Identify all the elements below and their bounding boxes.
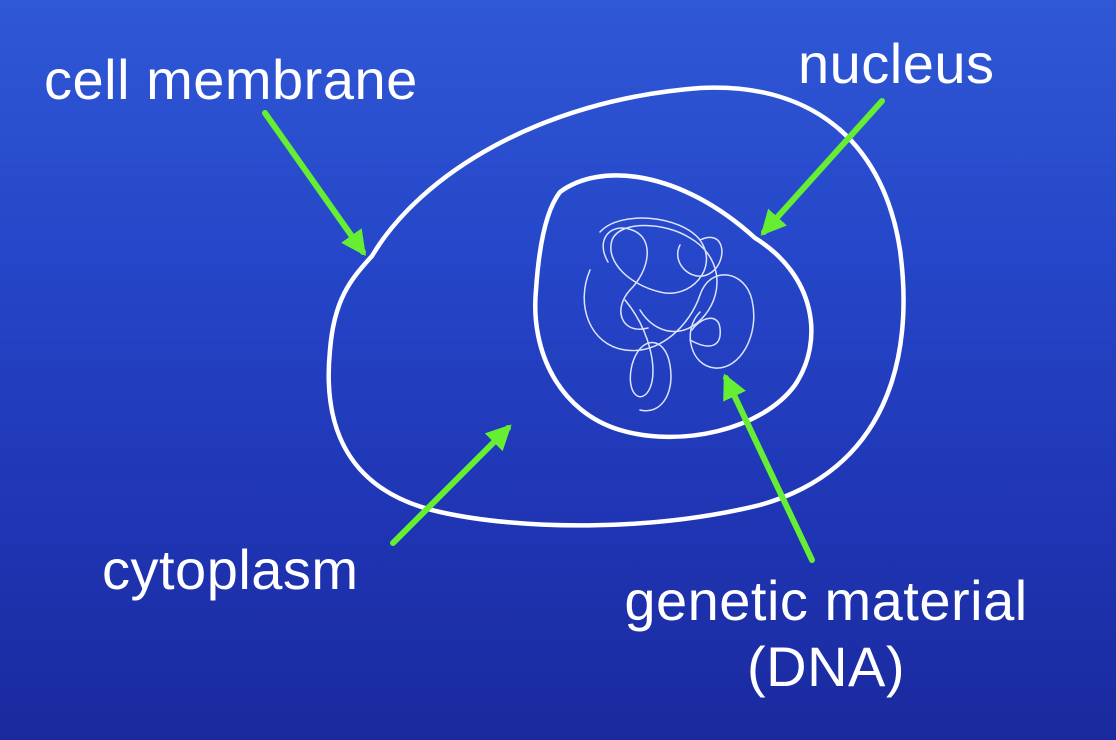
genetic-material-label-line2: (DNA): [746, 635, 906, 699]
cell-membrane-label: cell membrane: [44, 48, 418, 111]
genetic-material-label: genetic material (DNA): [596, 568, 1056, 700]
genetic-material-label-line1: genetic material: [624, 569, 1028, 632]
arrow-cytoplasm: [390, 424, 512, 546]
nucleus-label: nucleus: [798, 32, 995, 95]
arrow-cell-membrane: [262, 110, 366, 257]
cytoplasm-label: cytoplasm: [102, 538, 359, 601]
nucleus-outline: [533, 173, 814, 440]
cell-membrane-outline: [326, 85, 906, 528]
dna-strand: [583, 217, 755, 412]
arrow-nucleus: [760, 98, 885, 236]
arrow-genetic-material: [723, 373, 815, 563]
